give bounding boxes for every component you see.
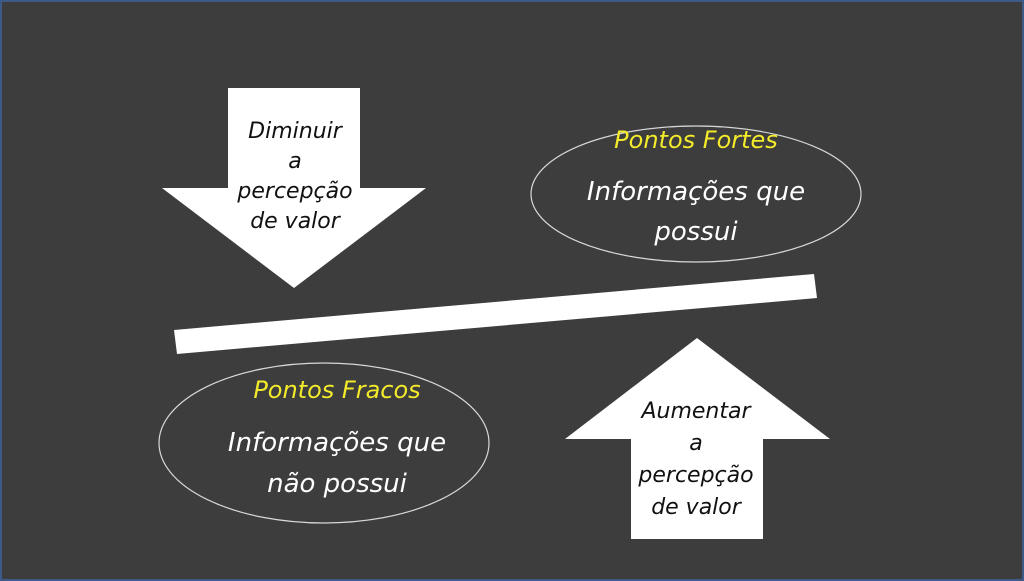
up-arrow-line-3: percepção <box>637 463 753 488</box>
increase-value-arrow: Aumentar a percepção de valor <box>565 338 830 539</box>
down-arrow-line-3: percepção <box>236 179 352 204</box>
down-arrow-line-1: Diminuir <box>248 119 344 144</box>
strengths-group: Pontos Fortes Informações que possui <box>530 125 862 263</box>
weaknesses-title: Pontos Fracos <box>253 376 420 404</box>
decrease-value-arrow: Diminuir a percepção de valor <box>162 88 426 288</box>
weaknesses-line-1: Informações que <box>228 428 446 458</box>
balance-beam <box>174 274 817 354</box>
up-arrow-line-2: a <box>689 431 702 456</box>
up-arrow-line-1: Aumentar <box>639 399 752 424</box>
down-arrow-line-4: de valor <box>250 209 342 234</box>
weaknesses-line-2: não possui <box>267 469 408 499</box>
up-arrow-line-4: de valor <box>651 495 743 520</box>
down-arrow-icon <box>162 88 426 288</box>
strengths-title: Pontos Fortes <box>614 126 778 154</box>
up-arrow-icon <box>565 338 830 539</box>
weaknesses-group: Pontos Fracos Informações que não possui <box>158 362 490 524</box>
weaknesses-ellipse <box>158 362 490 524</box>
strengths-ellipse <box>530 125 862 263</box>
strengths-line-1: Informações que <box>587 177 805 207</box>
down-arrow-line-2: a <box>288 149 301 174</box>
strengths-line-2: possui <box>653 217 738 247</box>
